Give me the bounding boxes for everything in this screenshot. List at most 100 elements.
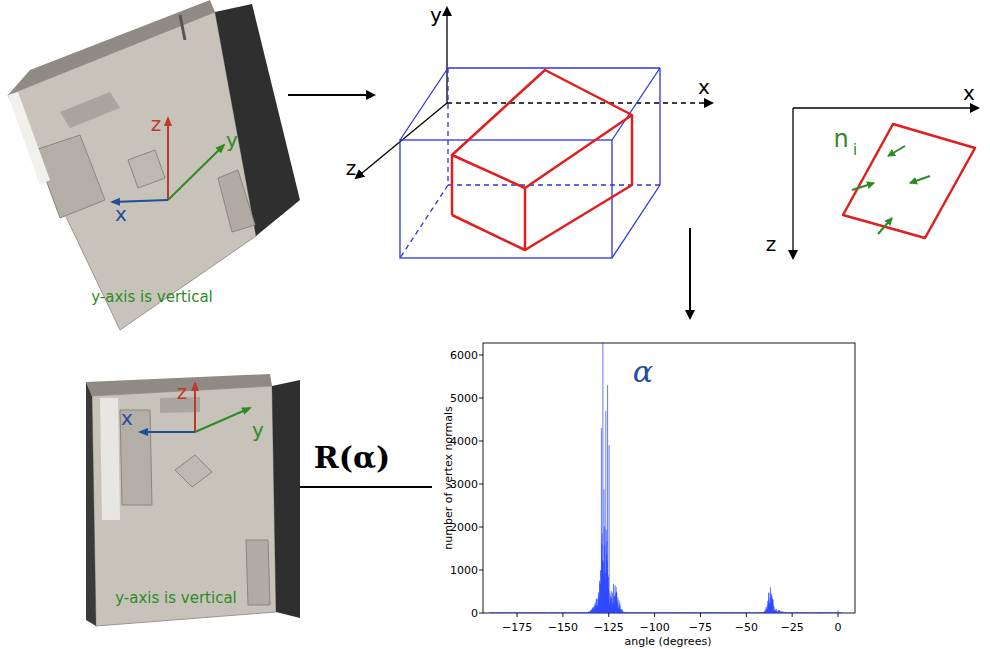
histogram-bar xyxy=(685,612,686,614)
histogram-bar xyxy=(752,612,753,613)
histogram-bar xyxy=(756,612,757,613)
histogram-bar xyxy=(529,612,530,614)
histogram-bar xyxy=(708,612,709,614)
histogram-bar xyxy=(717,612,718,614)
axis-label: z xyxy=(766,234,777,254)
axes-2d xyxy=(793,108,978,258)
histogram-bar xyxy=(664,612,665,613)
histogram-bar xyxy=(536,612,537,613)
histogram-bar xyxy=(696,612,697,613)
histogram-bar xyxy=(788,612,789,614)
histogram-bar xyxy=(558,612,559,614)
histogram-bar xyxy=(601,428,602,613)
histogram-bar xyxy=(773,600,774,613)
histogram-bar xyxy=(777,612,778,613)
flow-arrow xyxy=(288,94,374,96)
histogram-bar xyxy=(616,587,617,613)
histogram-bar xyxy=(822,612,823,613)
histogram-bar xyxy=(743,612,744,614)
histogram-bar xyxy=(650,612,651,614)
histogram-bar xyxy=(622,610,623,613)
histogram-bar xyxy=(802,612,803,614)
histogram-bar xyxy=(830,612,831,613)
histogram-bar xyxy=(501,612,502,613)
histogram-bar xyxy=(677,612,678,614)
histogram-bar xyxy=(741,612,742,614)
histogram-bar xyxy=(743,612,744,614)
histogram-bar xyxy=(703,612,704,613)
histogram-bar xyxy=(803,612,804,613)
histogram-bar xyxy=(718,612,719,614)
histogram-bar xyxy=(799,612,800,614)
histogram-bar xyxy=(682,612,683,613)
histogram-bar xyxy=(559,612,560,613)
histogram-bar xyxy=(688,612,689,614)
histogram-bar xyxy=(588,611,589,613)
histogram-bar xyxy=(593,607,594,613)
tick-label: 2000 xyxy=(450,522,478,533)
histogram-bar xyxy=(723,612,724,613)
histogram-bar xyxy=(587,612,588,614)
axis-tick xyxy=(479,484,483,485)
histogram-bar xyxy=(674,612,675,613)
histogram-bar xyxy=(636,612,637,614)
histogram-bar xyxy=(604,545,605,613)
histogram-bar xyxy=(625,612,626,613)
histogram-bar xyxy=(633,612,634,613)
histogram-bar xyxy=(721,612,722,614)
histogram-bar xyxy=(571,612,572,613)
histogram-bar xyxy=(579,612,580,613)
histogram-bar xyxy=(628,612,629,613)
histogram-bar xyxy=(660,612,661,614)
histogram-bar xyxy=(721,612,722,613)
histogram-bar xyxy=(785,612,786,614)
histogram-bar xyxy=(514,612,515,614)
histogram-bar xyxy=(550,612,551,614)
histogram-bar xyxy=(825,612,826,614)
histogram-bar xyxy=(782,612,783,614)
histogram-bar xyxy=(727,612,728,614)
histogram-bar xyxy=(767,601,768,613)
histogram-bar xyxy=(626,612,627,614)
histogram-bar xyxy=(675,612,676,614)
histogram-bar xyxy=(820,612,821,614)
histogram-bar xyxy=(776,609,777,613)
histogram-bar xyxy=(689,612,690,614)
histogram-bar xyxy=(668,612,669,613)
tick-label: 5000 xyxy=(450,393,478,404)
room-mesh-tilted xyxy=(8,0,300,330)
histogram-bar xyxy=(699,612,700,613)
histogram-bar xyxy=(684,612,685,614)
histogram-bar xyxy=(542,612,543,613)
histogram-bar xyxy=(504,612,505,614)
histogram-bar xyxy=(692,612,693,613)
histogram-bar xyxy=(513,612,514,613)
histogram-bar xyxy=(836,612,837,613)
histogram-bar xyxy=(524,612,525,613)
histogram-bar xyxy=(676,612,677,614)
histogram-bar xyxy=(502,612,503,613)
histogram-bar xyxy=(750,612,751,613)
histogram-bar xyxy=(604,526,605,613)
histogram-bar xyxy=(622,612,623,613)
histogram-bar xyxy=(753,612,754,613)
histogram-bar xyxy=(537,612,538,614)
histogram-bar xyxy=(638,612,639,614)
histogram-bar xyxy=(818,612,819,613)
tick-label: −75 xyxy=(689,622,712,633)
histogram-bar xyxy=(623,612,624,614)
histogram-bar xyxy=(705,612,706,613)
histogram-bar xyxy=(831,612,832,614)
histogram-bar xyxy=(810,612,811,613)
histogram-bar xyxy=(491,612,492,613)
histogram-bar xyxy=(707,612,708,614)
histogram-bar xyxy=(662,612,663,613)
histogram-bar xyxy=(755,612,756,614)
histogram-bar xyxy=(560,612,561,613)
histogram-bar xyxy=(772,599,773,613)
histogram-bar xyxy=(701,612,702,614)
histogram-bar xyxy=(495,612,496,613)
histogram-bar xyxy=(510,612,511,613)
histogram-bar xyxy=(582,612,583,613)
histogram-bar xyxy=(519,612,520,614)
